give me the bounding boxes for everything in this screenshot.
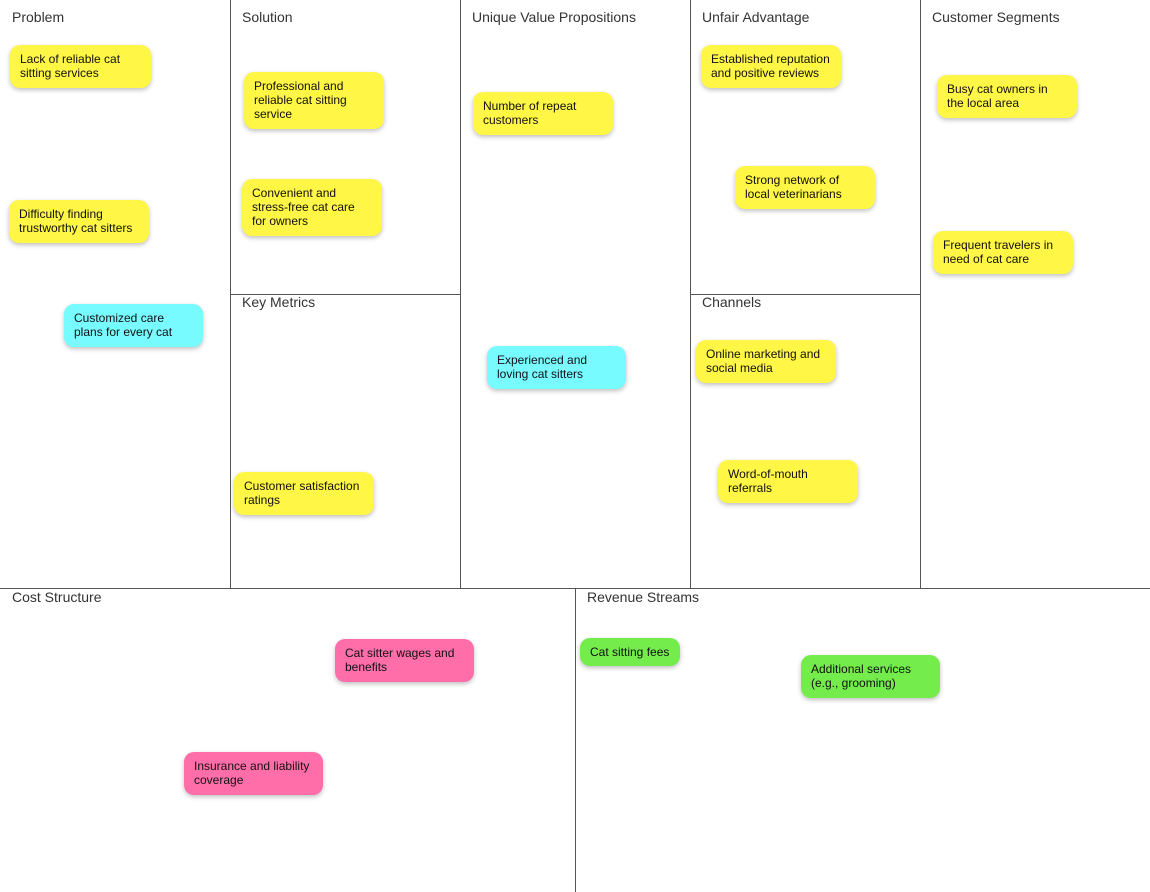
section-title-solution: Solution xyxy=(242,9,293,25)
divider xyxy=(230,294,460,295)
sticky-note[interactable]: Word-of-mouth referrals xyxy=(718,460,858,503)
sticky-note[interactable]: Customized care plans for every cat xyxy=(64,304,203,347)
section-title-uvp: Unique Value Propositions xyxy=(472,9,636,25)
sticky-note[interactable]: Customer satisfaction ratings xyxy=(234,472,374,515)
sticky-note[interactable]: Convenient and stress-free cat care for … xyxy=(242,179,382,236)
sticky-note[interactable]: Insurance and liability coverage xyxy=(184,752,323,795)
section-title-channels: Channels xyxy=(702,294,762,310)
section-title-cost-structure: Cost Structure xyxy=(12,589,102,605)
sticky-note[interactable]: Difficulty finding trustworthy cat sitte… xyxy=(9,200,149,243)
sticky-note[interactable]: Cat sitter wages and benefits xyxy=(335,639,474,682)
section-title-key-metrics: Key Metrics xyxy=(242,294,316,310)
sticky-note[interactable]: Cat sitting fees xyxy=(580,638,680,666)
sticky-note[interactable]: Professional and reliable cat sitting se… xyxy=(244,72,384,129)
divider xyxy=(575,588,576,892)
sticky-note[interactable]: Experienced and loving cat sitters xyxy=(487,346,626,389)
section-title-revenue-streams: Revenue Streams xyxy=(587,589,700,605)
divider xyxy=(920,0,921,588)
sticky-note[interactable]: Established reputation and positive revi… xyxy=(701,45,841,88)
divider xyxy=(690,294,920,295)
sticky-note[interactable]: Lack of reliable cat sitting services xyxy=(10,45,151,88)
sticky-note[interactable]: Strong network of local veterinarians xyxy=(735,166,875,209)
section-title-customer-segments: Customer Segments xyxy=(932,9,1060,25)
sticky-note[interactable]: Busy cat owners in the local area xyxy=(937,75,1077,118)
sticky-note[interactable]: Online marketing and social media xyxy=(696,340,836,383)
sticky-note[interactable]: Additional services (e.g., grooming) xyxy=(801,655,940,698)
sticky-note[interactable]: Number of repeat customers xyxy=(473,92,613,135)
sticky-note[interactable]: Frequent travelers in need of cat care xyxy=(933,231,1073,274)
section-title-unfair-advantage: Unfair Advantage xyxy=(702,9,810,25)
divider xyxy=(460,0,461,588)
section-title-problem: Problem xyxy=(12,9,65,25)
